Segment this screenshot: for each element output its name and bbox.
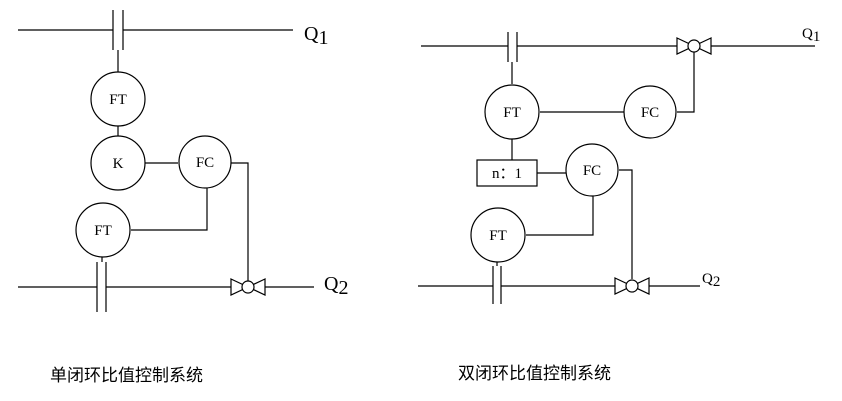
flow-controller-mid-label: FC [583, 163, 601, 179]
flow-label-q1-2: Q1 [802, 26, 820, 45]
ratio-block-k [90, 135, 146, 191]
flow-controller-top-label: FC [641, 105, 659, 121]
flow-label-q2-2: Q2 [702, 271, 720, 290]
flow-controller-top [623, 85, 677, 139]
signal-fc-to-valve [231, 162, 249, 287]
signal-ft-to-fc [131, 188, 208, 231]
flow-controller-label: FC [196, 155, 214, 171]
double-loop-caption: 双闭环比值控制系统 [458, 364, 611, 384]
flow-transmitter-q1-2-label: FT [503, 105, 521, 121]
flow-transmitter-q1-label: FT [109, 92, 127, 108]
control-valve-q2-2 [614, 277, 634, 295]
flow-transmitter-q1 [90, 71, 146, 127]
flow-transmitter-q2-label: FT [94, 223, 112, 239]
flow-transmitter-q2-2-label: FT [489, 228, 507, 244]
signal-fc-top-to-valve [677, 52, 695, 113]
signal-ft-to-fc-mid [526, 196, 594, 236]
control-valve-q1-2 [676, 37, 696, 55]
ratio-block-k-label: K [113, 156, 124, 172]
flow-label-q2: Q2 [324, 273, 348, 299]
valve-actuator-q2 [241, 280, 255, 294]
flow-transmitter-q2 [75, 202, 131, 258]
control-valve-q2 [230, 278, 250, 296]
signal-fc-mid-to-valve [619, 169, 633, 279]
single-loop-caption: 单闭环比值控制系统 [50, 366, 203, 386]
valve-actuator-q1-2 [687, 39, 701, 53]
single-loop-diagram: Q1 Q2 FT K FC FT [18, 10, 348, 312]
ratio-block-n1-label: n：1 [492, 166, 522, 182]
ratio-block-n1 [476, 159, 538, 187]
double-loop-diagram: Q1 Q2 FT FC n：1 FC FT [418, 26, 820, 304]
flow-controller [178, 135, 232, 189]
flow-controller-mid [565, 143, 619, 197]
flow-label-q1: Q1 [304, 23, 328, 49]
valve-actuator-q2-2 [625, 279, 639, 293]
flow-transmitter-q2-2 [470, 207, 526, 263]
flow-transmitter-q1-2 [484, 84, 540, 140]
